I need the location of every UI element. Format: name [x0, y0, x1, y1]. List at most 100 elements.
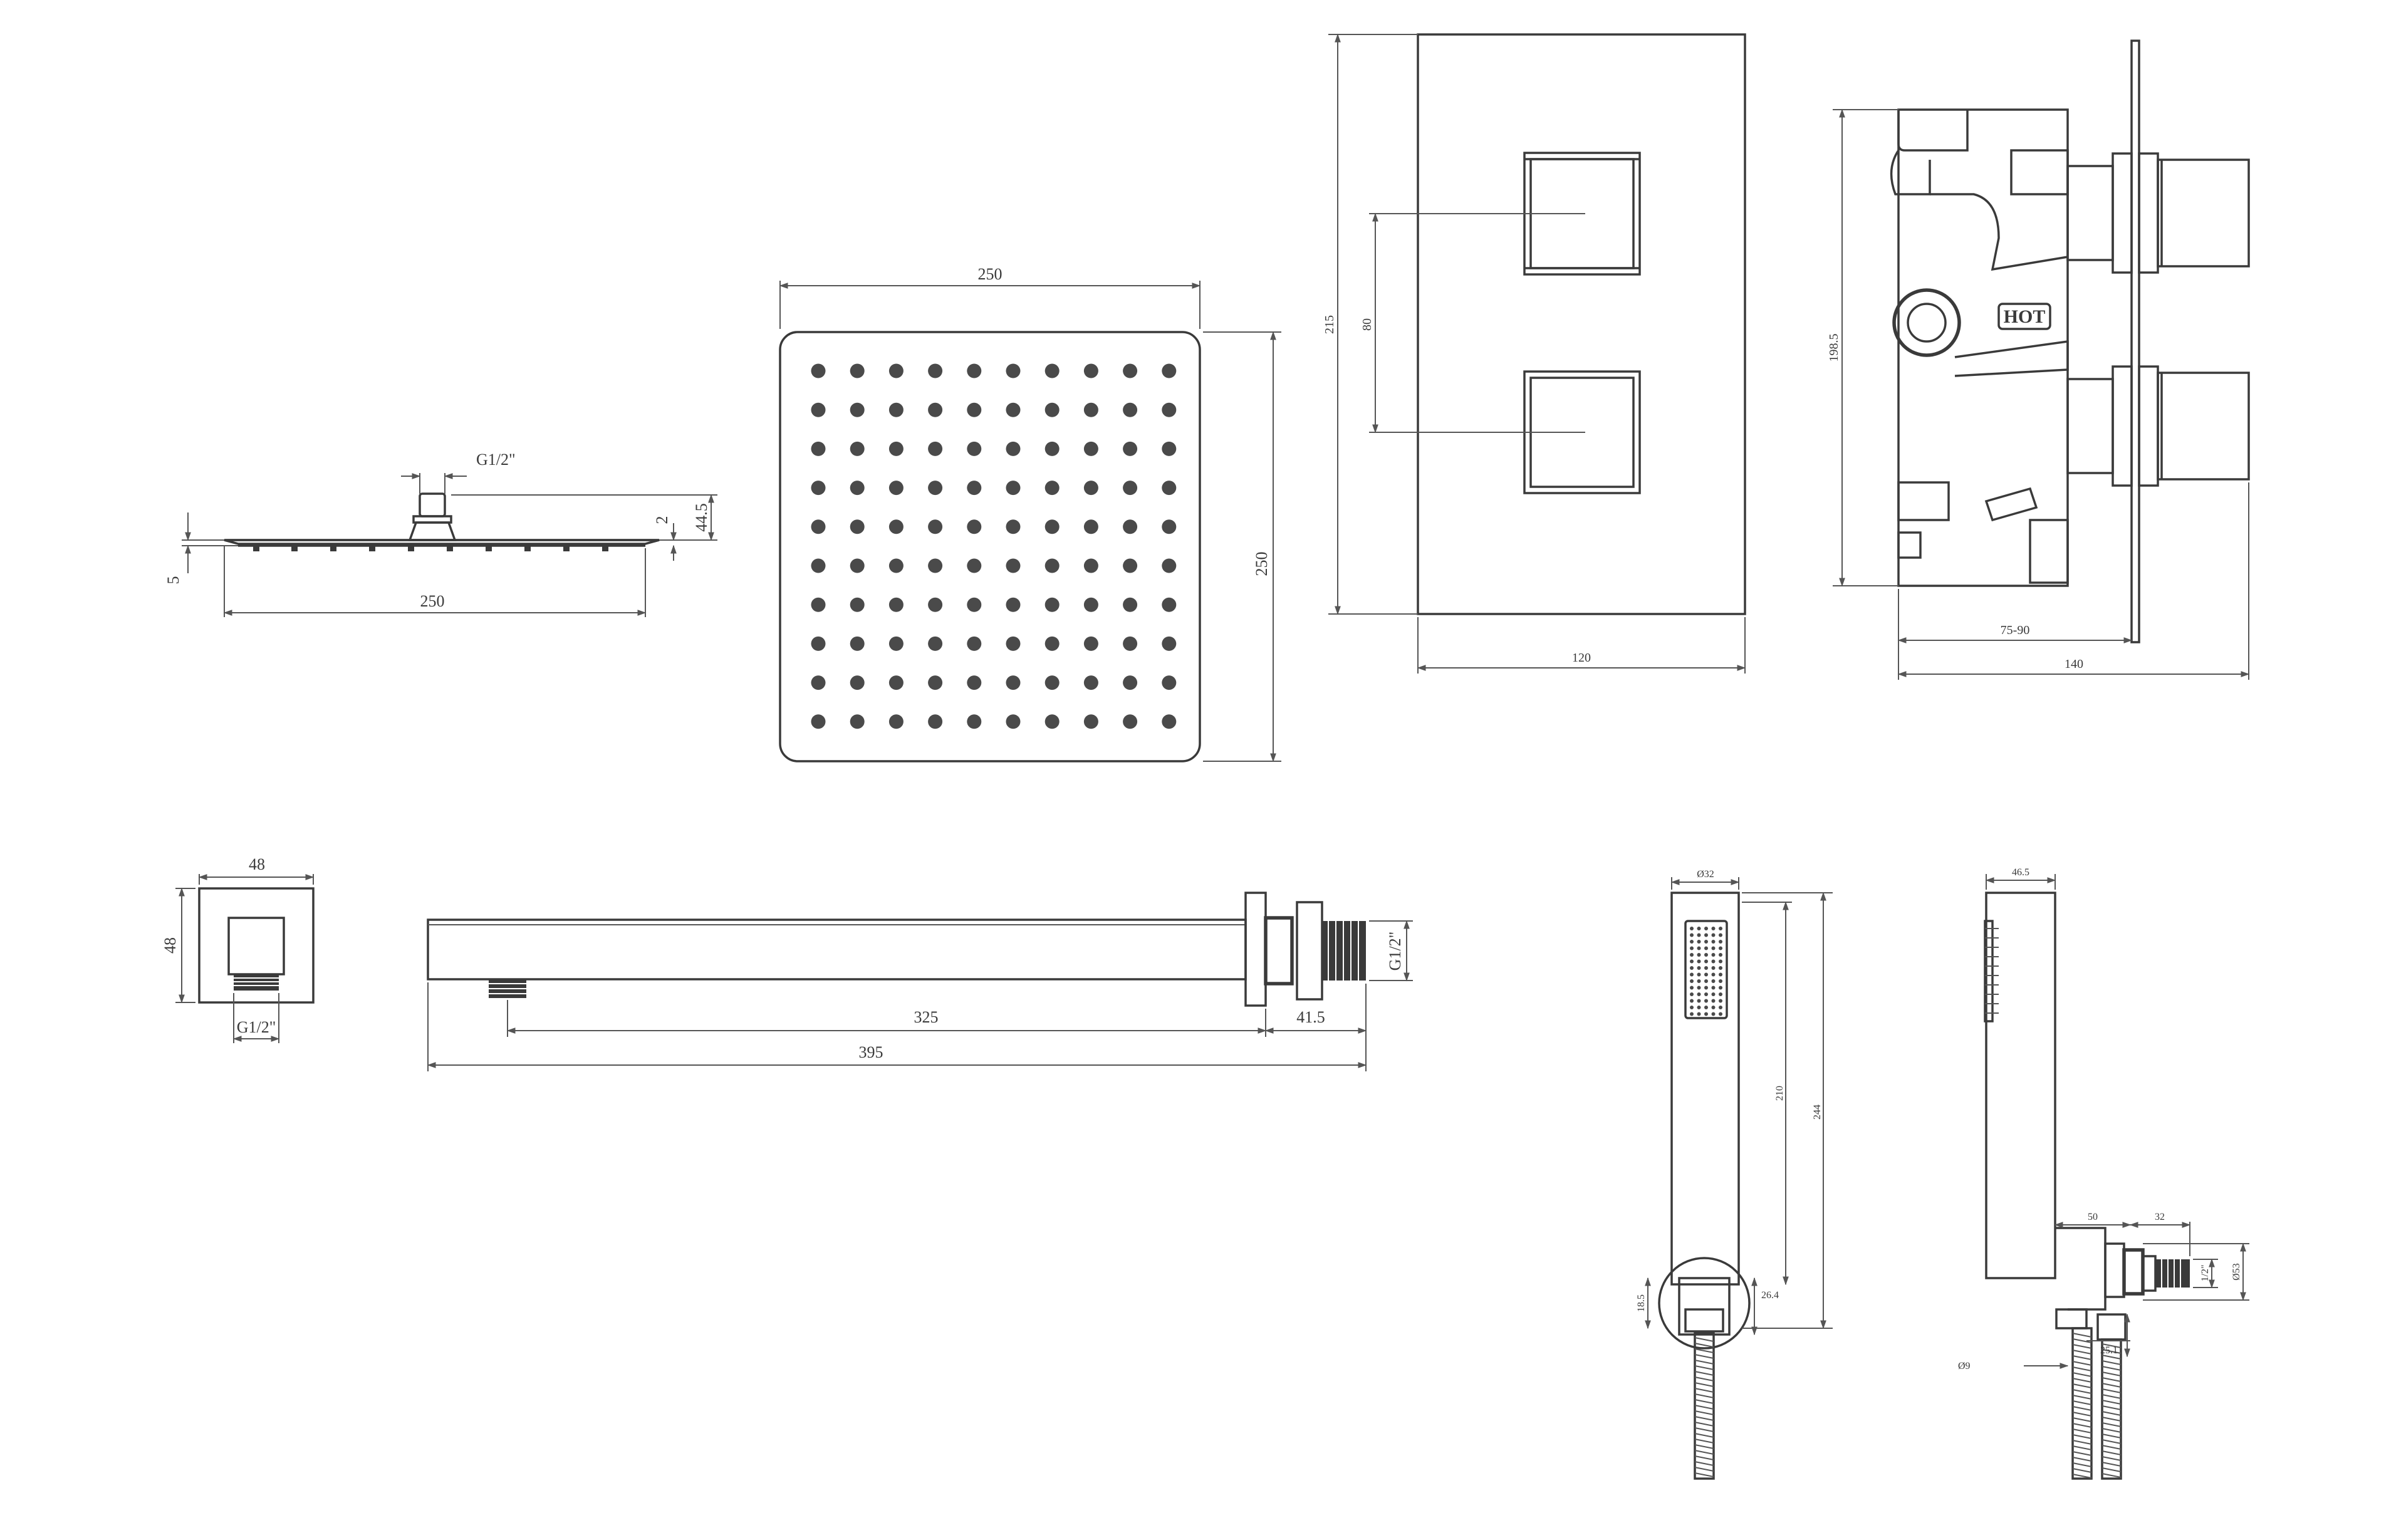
handset-front-view: Ø32 210 244 18.5 26.4	[1636, 869, 1833, 1480]
handset-nozzle-dot	[1697, 959, 1701, 964]
outlet-height-label: 48	[161, 937, 179, 954]
nozzle-dot	[888, 714, 904, 729]
arm-length-total-label: 395	[859, 1043, 883, 1061]
hose-coil	[2101, 1473, 2122, 1478]
nozzle-dot	[811, 714, 826, 729]
nozzle-dot	[850, 363, 865, 378]
nozzle-dot	[1083, 519, 1098, 534]
nozzle-grid	[811, 363, 1177, 729]
nozzle-dot	[811, 519, 826, 534]
hose-coil	[1694, 1348, 1714, 1353]
handset-nozzle-dot	[1704, 1012, 1708, 1016]
hose-coil	[2101, 1349, 2122, 1354]
handset-length-total-label: 244	[1812, 1105, 1823, 1120]
hose-coil	[2101, 1377, 2122, 1382]
handset-nozzle-dot	[1704, 940, 1708, 944]
wall-outlet-view: 48 48 G1/2"	[161, 855, 315, 1043]
hose-coil	[1694, 1343, 1714, 1348]
nozzle-dot	[888, 441, 904, 456]
nozzle-dot	[1123, 519, 1138, 534]
handset-nozzle-dot	[1719, 927, 1722, 930]
nozzle-dot	[811, 441, 826, 456]
handset-nozzle-dot	[1719, 959, 1722, 964]
nozzle-dot	[1006, 481, 1021, 496]
hose-coil	[1694, 1427, 1714, 1432]
handset-nozzle-dot	[1704, 953, 1708, 957]
hose-coil	[2072, 1350, 2092, 1355]
hose-coil	[2072, 1474, 2092, 1479]
hose-coil	[2101, 1383, 2122, 1388]
hose-coil	[1694, 1472, 1714, 1477]
handset-nozzle-dot	[1704, 986, 1708, 990]
nozzle-dot	[888, 481, 904, 496]
hose-coil	[1694, 1337, 1714, 1342]
valve-height-label: 215	[1323, 315, 1336, 334]
handset-nozzle-dot	[1704, 992, 1708, 996]
hose-coil	[2072, 1451, 2092, 1456]
handset-nozzle-dot	[1697, 986, 1701, 990]
handset-nozzle-dot	[1690, 992, 1694, 996]
hose-coil	[2101, 1417, 2122, 1422]
nozzle-dot	[967, 441, 982, 456]
handset-nozzle-dot	[1690, 953, 1694, 957]
handset-nozzle-dot	[1719, 946, 1722, 950]
nozzle-dot	[1044, 363, 1060, 378]
handset-nozzle-dot	[1697, 1012, 1701, 1016]
handset-nozzle-dot	[1697, 953, 1701, 957]
nozzle-dot	[1083, 481, 1098, 496]
nozzle-dot	[1044, 558, 1060, 573]
hose-coil	[2101, 1411, 2122, 1416]
nozzle-dot	[967, 519, 982, 534]
hose-coil	[1694, 1450, 1714, 1455]
hose	[1694, 1332, 1715, 1480]
hose-coil	[1694, 1360, 1714, 1365]
nozzle-dot	[811, 481, 826, 496]
nozzle-dot	[1162, 481, 1177, 496]
hose-coil	[2072, 1333, 2092, 1338]
hose-coil	[2101, 1405, 2122, 1410]
nozzle-dot	[1162, 636, 1177, 651]
nut-label: 25.1	[2100, 1345, 2118, 1356]
handset-nozzle-dot	[1711, 953, 1716, 957]
hose-coil	[2072, 1383, 2092, 1388]
nozzle-dot	[967, 597, 982, 612]
nozzle-dot	[967, 558, 982, 573]
nozzle-dot	[811, 675, 826, 690]
nozzle-dot	[1044, 402, 1060, 417]
handset-nozzle-dot	[1690, 966, 1694, 970]
valve-handle-spacing-label: 80	[1360, 318, 1374, 331]
nozzle-dot	[850, 402, 865, 417]
hose-coil	[2072, 1406, 2092, 1411]
top-width-label: 250	[978, 265, 1002, 283]
hose-coil	[2101, 1343, 2122, 1348]
nozzle-dot	[1162, 402, 1177, 417]
handset-nozzle-dot	[1697, 940, 1701, 944]
nozzle-dot	[1123, 363, 1138, 378]
hot-label: HOT	[2004, 306, 2046, 327]
hose-coil	[1694, 1354, 1714, 1359]
handset-nozzle-dot	[1719, 972, 1722, 977]
hose-coil	[2072, 1344, 2092, 1349]
valve-side-view: HOT 198.5 75-90 140	[1827, 39, 2250, 680]
nozzle-dot	[967, 675, 982, 690]
hose-coil	[1694, 1388, 1714, 1393]
nozzle-dot	[811, 363, 826, 378]
handset-length-inner-label: 210	[1774, 1086, 1785, 1101]
nozzle-dot	[888, 363, 904, 378]
handset-nozzle-dot	[1697, 992, 1701, 996]
handset-nozzle-dot	[1697, 927, 1701, 930]
nozzle-dot	[928, 597, 943, 612]
handset-nozzle-dot	[1711, 1006, 1716, 1009]
handset-nozzle-dot	[1704, 927, 1708, 930]
outlet-b-label: 32	[2155, 1212, 2165, 1222]
nozzle-dot	[1044, 519, 1060, 534]
hose-coil	[2101, 1366, 2122, 1371]
hose-coil	[2101, 1467, 2122, 1472]
outlet-width-label: 48	[249, 855, 265, 873]
hose-coil	[1694, 1371, 1714, 1376]
hose-coil	[2072, 1366, 2092, 1371]
upper-handle	[1369, 152, 1641, 276]
nozzle-dot	[1083, 714, 1098, 729]
nozzle-dot	[888, 636, 904, 651]
hose-coil	[2072, 1440, 2092, 1445]
